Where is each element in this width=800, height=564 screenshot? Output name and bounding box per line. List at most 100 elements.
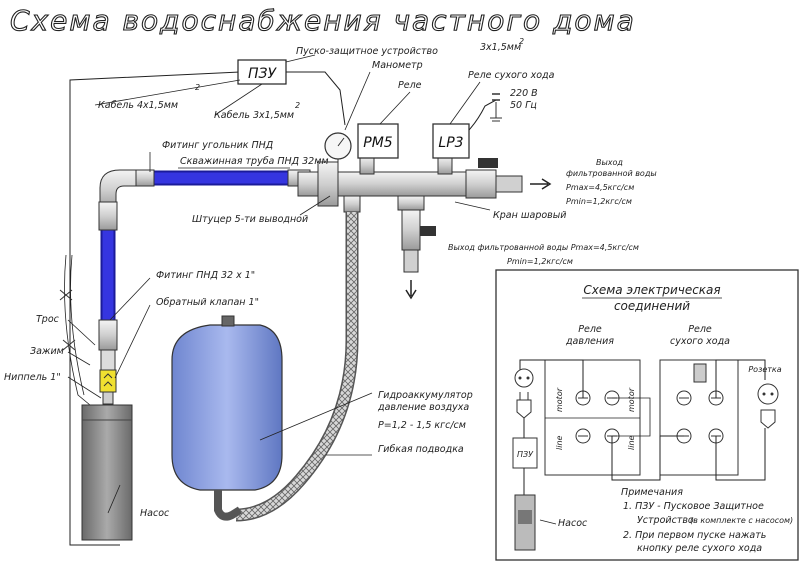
label-outlet-bottom-2: Pmin=1,2кгс/см <box>507 257 573 266</box>
manifold-down-2 <box>397 195 425 211</box>
pzu-schematic-box <box>512 437 538 469</box>
electrical-title-1: Схема электрическая <box>583 283 720 297</box>
label-dry-relay: Реле сухого хода <box>468 70 555 81</box>
pressure-relay-line-1: line <box>555 435 564 450</box>
pressure-relay-motor-2: motor <box>627 387 636 412</box>
manifold-up-2 <box>437 155 453 175</box>
label-cable-3-top-sup: 2 <box>519 37 524 46</box>
wire-4 <box>715 428 766 481</box>
label-fitting-corner: Фитинг угольник ПНД <box>162 140 273 151</box>
pump-schematic-band <box>518 510 532 524</box>
label-pump: Насос <box>140 508 170 519</box>
cable-3-line <box>286 71 346 126</box>
ball-valve <box>465 169 497 199</box>
label-ball-valve: Кран шаровый <box>493 210 566 221</box>
pump-schematic-leader <box>539 519 557 525</box>
manifold-up-1 <box>359 155 375 175</box>
label-outlet-top-2: фильтрованной воды <box>566 169 657 178</box>
label-manometer: Манометр <box>372 60 423 71</box>
label-fitting-pnd: Фитинг ПНД 32 х 1" <box>156 270 255 281</box>
label-cable-4: Кабель 4х1,5мм <box>98 100 178 111</box>
label-accumulator-2: давление воздуха <box>377 402 469 413</box>
dry-relay-button <box>693 363 707 383</box>
plug-icon <box>492 93 500 101</box>
label-pzu-device: Пуско-защитное устройство <box>296 46 438 57</box>
flex-hose <box>235 212 357 520</box>
label-cable-3-left: Кабель 3х1,5мм <box>214 110 294 121</box>
pressure-relay-label-1: Реле <box>578 324 602 335</box>
wire-2 <box>611 435 684 481</box>
wire-3 <box>715 359 766 398</box>
check-valve-arrow-icon <box>103 373 113 387</box>
label-rope: Трос <box>36 314 60 325</box>
pressure-relay-block <box>544 359 641 476</box>
manifold-down-1 <box>343 195 361 213</box>
label-borehole-pipe: Скважинная труба ПНД 32мм <box>180 156 329 167</box>
socket-icon <box>757 383 779 405</box>
label-cable-3-left-sup: 2 <box>295 101 300 110</box>
manometer-needle <box>337 137 345 147</box>
dry-relay-label-2: сухого хода <box>670 336 730 347</box>
manifold-hex-1 <box>317 161 339 207</box>
wire-5 <box>612 397 651 437</box>
ball-valve-handle[interactable] <box>478 158 498 168</box>
pressure-relay-line-2: line <box>627 435 636 450</box>
note-1a: 1. ПЗУ - Пусковое Защитное <box>623 501 764 512</box>
note-2b: кнопку реле сухого хода <box>637 543 762 554</box>
socket-plug-icon <box>760 409 776 429</box>
accumulator-valve <box>221 315 235 327</box>
dry-relay-label-1: Реле <box>688 324 712 335</box>
wire-1 <box>519 359 584 398</box>
pressure-relay-motor-1: motor <box>555 387 564 412</box>
label-outlet-bottom-1: Выход фильтрованной воды Pmax=4,5кгс/см <box>448 243 639 252</box>
lp3-relay-label: LP3 <box>438 135 463 151</box>
pump-body <box>81 404 133 541</box>
borehole-pipe <box>102 172 300 335</box>
note-1c: (в комплекте с насосом) <box>690 516 793 525</box>
pressure-relay-label-2: давления <box>565 336 614 347</box>
label-accumulator-3: P=1,2 - 1,5 кгс/см <box>378 420 466 431</box>
leader-lines <box>67 54 491 514</box>
down-arrow-icon <box>405 280 417 300</box>
electrical-schematic: Схема электрическая соединений Реле давл… <box>495 269 799 561</box>
nipple <box>102 391 114 405</box>
fitting-body <box>100 349 116 371</box>
plug-body-icon <box>516 399 532 419</box>
plug-pins <box>519 392 529 400</box>
cable-4-line <box>69 71 241 546</box>
plug-left-icon <box>514 368 534 388</box>
label-check-valve: Обратный клапан 1" <box>156 297 259 308</box>
label-cable-4-sup: 2 <box>195 83 200 92</box>
lower-valve-body <box>401 209 421 251</box>
lp3-relay <box>432 123 470 159</box>
ground-icon <box>490 102 502 122</box>
fitting-pnd <box>98 319 118 351</box>
label-cable-3-top: 3х1,5мм <box>480 42 521 53</box>
label-voltage: 220 В <box>510 88 538 99</box>
lower-outlet-nozzle <box>403 249 419 273</box>
label-outlet-top-4: Pmin=1,2кгс/см <box>566 197 632 206</box>
outlet-nozzle <box>495 175 523 193</box>
label-clamp: Зажим <box>30 346 64 357</box>
accumulator-tank <box>171 324 283 491</box>
notes-title: Примечания <box>621 487 683 498</box>
label-outlet-top-1: Выход <box>596 158 623 167</box>
note-1b: Устройство <box>637 515 694 526</box>
label-relay: Реле <box>398 80 422 91</box>
corner-fitting-nut-v <box>98 201 118 231</box>
rm5-relay <box>357 123 399 159</box>
label-outlet-top-3: Pmax=4,5кгс/см <box>566 183 634 192</box>
accumulator-elbow <box>214 490 243 521</box>
note-2a: 2. При первом пуске нажать <box>623 530 766 541</box>
label-accumulator-1: Гидроаккумулятор <box>378 390 473 401</box>
clamp-marks <box>59 289 76 351</box>
label-freq: 50 Гц <box>510 100 537 111</box>
right-arrow-icon <box>530 178 552 190</box>
borehole-pipe-outline <box>100 170 300 335</box>
power-cable <box>468 99 497 131</box>
rope <box>64 254 91 406</box>
lower-valve-handle[interactable] <box>420 226 436 236</box>
rope-2 <box>70 254 85 396</box>
pump-schematic-label: Насос <box>558 518 588 529</box>
